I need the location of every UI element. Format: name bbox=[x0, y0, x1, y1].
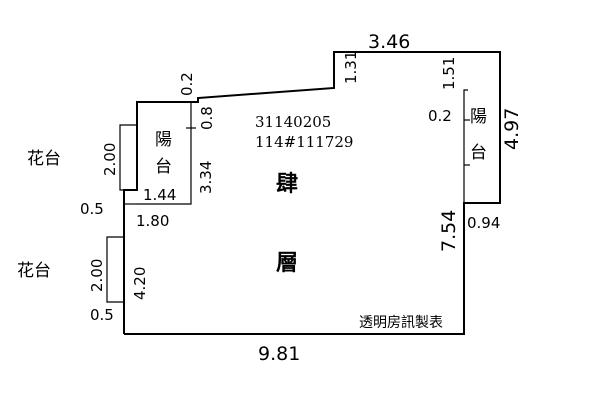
code-line-1: 31140205 bbox=[255, 113, 331, 131]
dim-left-step-width: 1.80 bbox=[136, 212, 169, 230]
balcony-right-char-2: 台 bbox=[470, 143, 487, 163]
dim-step-vertical: 1.31 bbox=[342, 51, 360, 84]
flower-planter-bottom-label: 花台 bbox=[17, 261, 51, 281]
dim-bottom-width: 9.81 bbox=[258, 343, 300, 365]
dim-left-lower-height: 4.20 bbox=[131, 267, 149, 300]
balcony-right-char-1: 陽 bbox=[470, 107, 487, 127]
dim-left-balcony-small: 0.8 bbox=[198, 106, 216, 130]
dim-right-lower-height: 7.54 bbox=[438, 210, 460, 252]
maker-credit: 透明房訊製表 bbox=[359, 315, 443, 331]
code-line-2: 114#111729 bbox=[255, 133, 353, 151]
dim-right-balcony-small: 0.2 bbox=[428, 107, 452, 125]
floor-label-char-2: 層 bbox=[276, 250, 298, 276]
balcony-left-char-2: 台 bbox=[155, 157, 172, 177]
dim-flower-bottom-depth: 0.5 bbox=[90, 306, 114, 324]
dim-left-balcony-height: 3.34 bbox=[197, 161, 215, 194]
dim-top-width: 3.46 bbox=[368, 31, 410, 53]
flower-planter-top-label: 花台 bbox=[27, 149, 61, 169]
wall-outline bbox=[106, 51, 501, 335]
balcony-left-char-1: 陽 bbox=[155, 130, 172, 150]
dim-right-upper: 4.97 bbox=[501, 108, 523, 150]
dim-left-top-small: 0.2 bbox=[178, 72, 196, 96]
floor-label-char-1: 肆 bbox=[276, 171, 298, 197]
dim-flower-top-depth: 0.5 bbox=[80, 200, 104, 218]
dim-flower-bottom-height: 2.00 bbox=[88, 259, 106, 292]
dim-left-balcony-width: 1.44 bbox=[143, 186, 176, 204]
dim-right-lower-offset: 0.94 bbox=[467, 214, 500, 232]
dim-right-balcony-top: 1.51 bbox=[440, 57, 458, 90]
dim-flower-top-height: 2.00 bbox=[101, 143, 119, 176]
